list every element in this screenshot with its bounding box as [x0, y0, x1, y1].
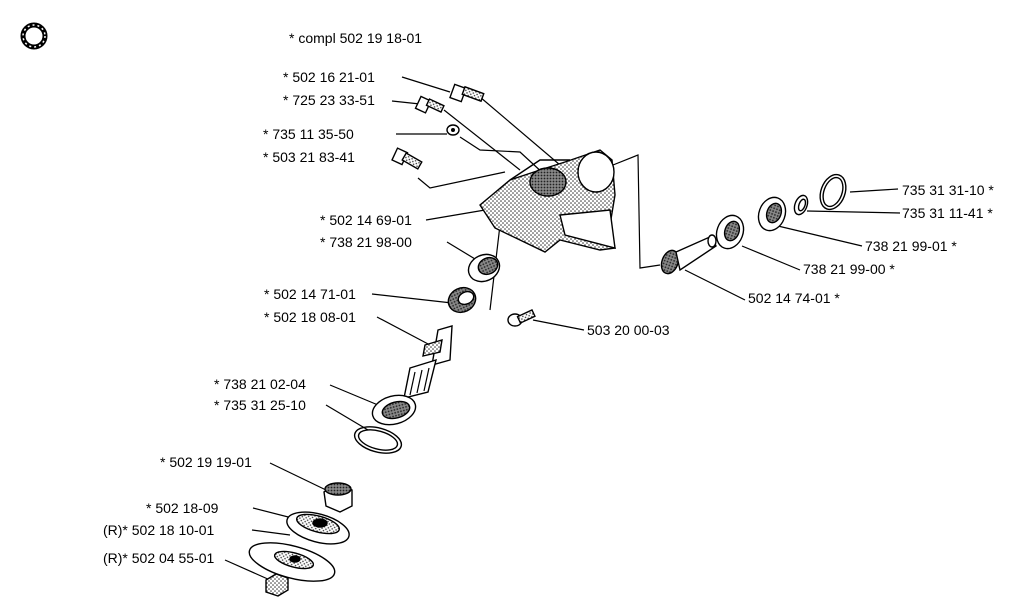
support-cup-part — [248, 542, 336, 582]
leader-lines — [224, 76, 901, 581]
part-label: * 503 21 83-41 — [263, 149, 355, 165]
part-label: 738 21 99-00 * — [803, 261, 895, 277]
part-label: * 735 31 25-10 — [214, 397, 306, 413]
bearing-part — [757, 196, 787, 232]
nut-part — [265, 573, 289, 597]
part-label: * 502 18-09 — [146, 500, 219, 516]
part-label: * 725 23 33-51 — [283, 92, 375, 108]
part-label: 735 31 11-41 * — [902, 205, 993, 221]
screw-part — [507, 308, 536, 327]
bearing-part — [467, 253, 501, 283]
bolt-part — [414, 95, 445, 114]
part-label: 735 31 31-10 * — [902, 182, 994, 198]
part-label: * 738 21 02-04 — [214, 376, 306, 392]
part-label: * 738 21 98-00 — [320, 234, 412, 250]
part-label: * 502 14 69-01 — [320, 212, 412, 228]
part-label: (R)* 502 04 55-01 — [103, 550, 215, 566]
spacer-part — [323, 482, 353, 513]
part-label: 738 21 99-01 * — [865, 238, 957, 254]
part-label: * 502 16 21-01 — [283, 69, 375, 85]
bolt-part — [391, 147, 423, 170]
circlip-part — [353, 426, 403, 454]
bearing-part — [371, 394, 417, 426]
shaft-part — [403, 325, 453, 399]
part-label: (R)* 502 18 10-01 — [103, 522, 215, 538]
ring-part — [793, 194, 809, 216]
assembly-ref-label: * compl 502 19 18-01 — [289, 30, 422, 46]
circlip-part — [819, 173, 847, 211]
part-label: 503 20 00-03 — [587, 322, 670, 338]
part-label: 502 14 74-01 * — [748, 290, 840, 306]
bevel-gear-part — [447, 286, 477, 314]
bearing-part — [715, 214, 745, 250]
part-label: * 502 19 19-01 — [160, 454, 252, 470]
part-label: * 502 18 08-01 — [264, 309, 356, 325]
part-label: * 502 14 71-01 — [264, 286, 356, 302]
washer-part — [446, 124, 460, 136]
bolt-part — [449, 83, 485, 103]
gear-housing-part — [479, 149, 616, 253]
part-label: * 735 11 35-50 — [263, 126, 354, 142]
ring-symbol-icon — [20, 22, 48, 50]
flange-disc-part — [286, 511, 350, 545]
pinion-shaft-part — [660, 234, 717, 275]
